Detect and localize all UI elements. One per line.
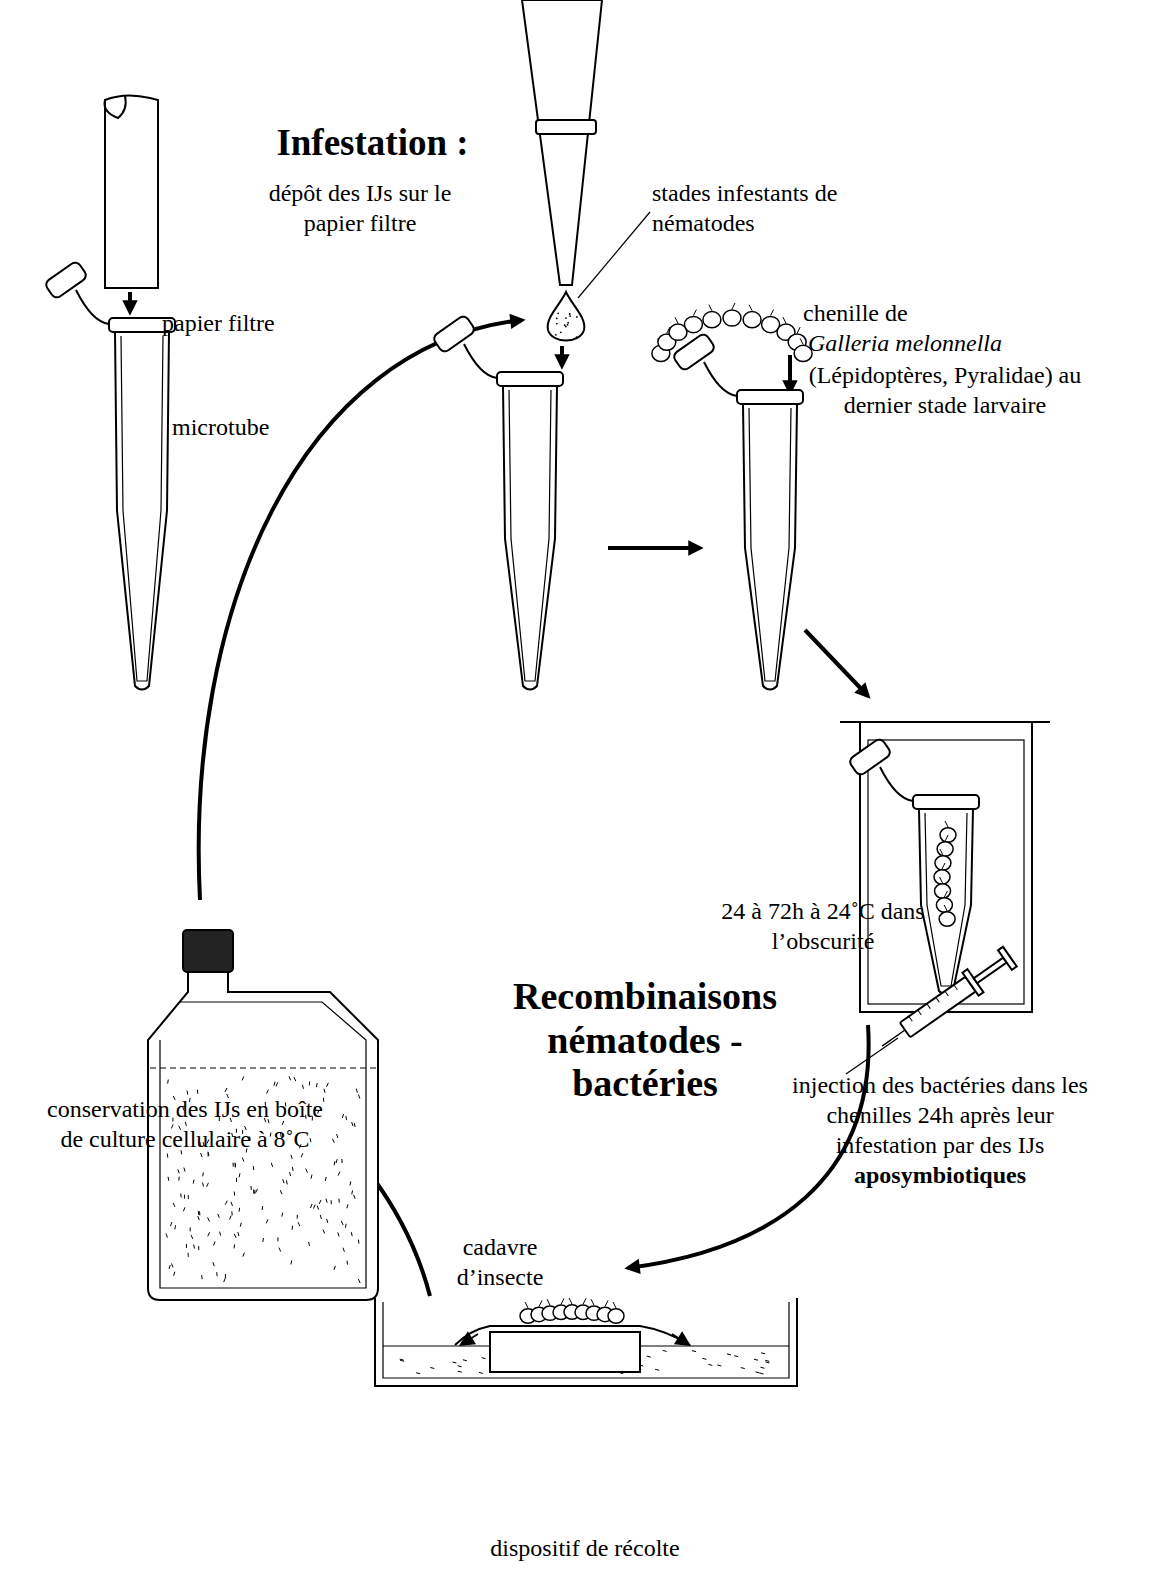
syringe-figure xyxy=(874,945,1018,1057)
incubation-box-figure xyxy=(840,722,1050,1012)
label-block: papier filtre xyxy=(162,308,292,338)
label-block: chenille de xyxy=(803,298,953,328)
label: microtube xyxy=(172,414,269,440)
filter-paper-figure xyxy=(105,95,158,288)
label: chenille de xyxy=(803,300,908,326)
leader-line xyxy=(578,212,650,298)
label: conservation des IJs en boîte de culture… xyxy=(47,1096,323,1152)
arrow xyxy=(128,292,132,312)
label-block: microtube xyxy=(172,412,302,442)
label: dispositif de récolte xyxy=(490,1535,679,1561)
label: Recombinaisons nématodes - bactéries xyxy=(513,975,777,1104)
figures xyxy=(44,0,1050,1386)
leader-line xyxy=(846,1038,898,1074)
caterpillar-figure xyxy=(652,303,812,362)
label-block: stades infestants de nématodes xyxy=(652,178,867,238)
label: injection des bactéries dans les chenill… xyxy=(792,1072,1088,1158)
label: aposymbiotiques xyxy=(854,1162,1026,1188)
label: 24 à 72h à 24˚C dans l’obscurité xyxy=(721,898,924,954)
arrow xyxy=(608,546,700,550)
label-block: Galleria melonnella xyxy=(808,328,1028,358)
label-block: conservation des IJs en boîte de culture… xyxy=(40,1094,330,1154)
label-block: 24 à 72h à 24˚C dans l’obscurité xyxy=(718,896,928,956)
arrow xyxy=(199,320,522,900)
arrow xyxy=(628,1025,869,1268)
label: dépôt des IJs sur le papier filtre xyxy=(269,180,452,236)
arrow xyxy=(560,346,564,366)
label: papier filtre xyxy=(162,310,275,336)
caterpillar-figure xyxy=(520,1298,624,1323)
arrow xyxy=(805,630,868,696)
label-block: injection des bactéries dans les chenill… xyxy=(780,1070,1100,1190)
label-block: dépôt des IJs sur le papier filtre xyxy=(240,178,480,238)
label: Infestation : xyxy=(276,122,468,163)
drop-figure xyxy=(548,292,585,341)
label-block: Recombinaisons nématodes - bactéries xyxy=(470,975,820,1106)
microtube-figure xyxy=(44,260,175,689)
label: (Lépidoptères, Pyralidae) au dernier sta… xyxy=(809,362,1082,418)
label-block: cadavre d’insecte xyxy=(430,1232,570,1292)
label-block: Infestation : xyxy=(250,120,495,166)
caterpillar-figure xyxy=(934,821,956,926)
label-block: dispositif de récolte xyxy=(420,1533,750,1563)
label: cadavre d’insecte xyxy=(457,1234,544,1290)
label: stades infestants de nématodes xyxy=(652,180,837,236)
pipette-figure xyxy=(522,0,602,285)
microtube-figure xyxy=(672,332,803,689)
microtube-figure xyxy=(848,737,979,994)
microtube-figure xyxy=(432,314,563,689)
label: Galleria melonnella xyxy=(808,330,1002,356)
harvest-dish-figure xyxy=(375,1298,797,1386)
label-block: (Lépidoptères, Pyralidae) au dernier sta… xyxy=(795,360,1095,420)
arrow xyxy=(788,355,792,392)
